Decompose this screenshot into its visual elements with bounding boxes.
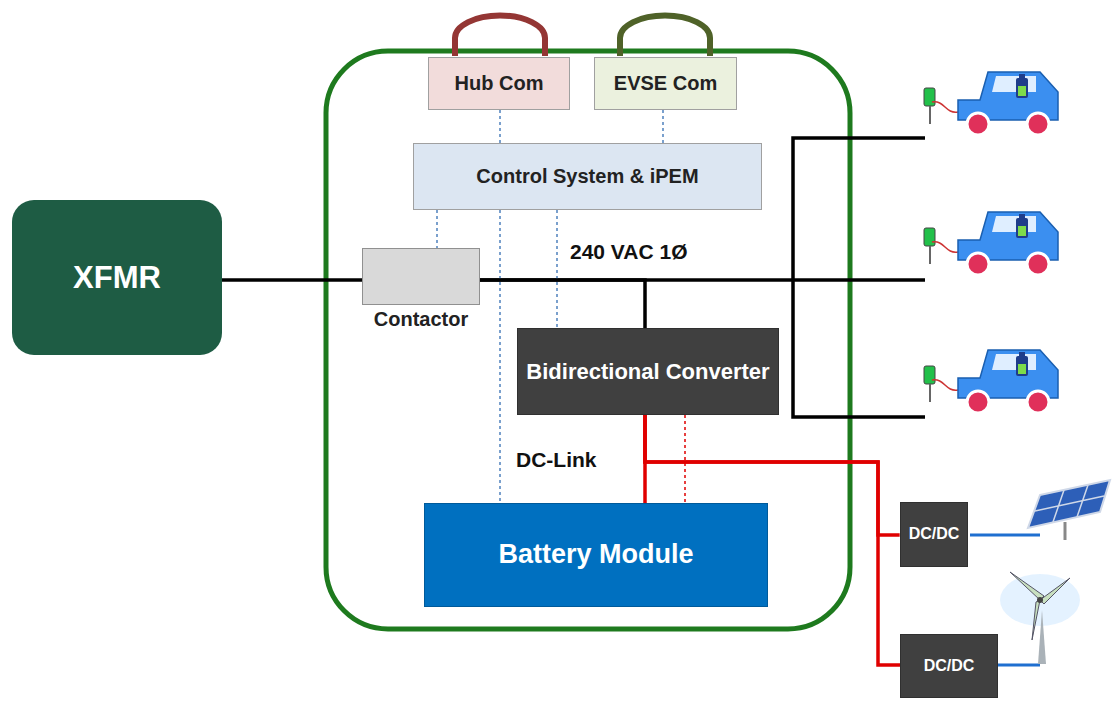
comm-box: EVSE Com [594,57,737,110]
node-text: DC/DC [909,525,960,543]
dcdc-box: DC/DC [900,502,969,567]
electric-vehicle [924,350,1058,413]
control-signal-line [499,110,501,143]
control-box: Control System & iPEM [413,143,762,210]
enclosure-outline [326,51,850,629]
converter-box: Bidirectional Converter [517,328,778,415]
bus-label: 240 VAC 1Ø [568,240,690,264]
control-signal-line [499,210,501,503]
bus-label: DC-Link [514,448,599,472]
node-text: Battery Module [498,539,693,570]
comm-box: Hub Com [428,57,570,110]
wind-turbine [998,572,1080,665]
node-text: Bidirectional Converter [526,359,769,384]
hub-antenna [455,16,545,57]
node-text: Hub Com [455,72,544,95]
power-line [480,280,645,328]
electric-vehicle [924,72,1058,135]
evse-antenna [620,16,710,57]
power-line [222,278,362,282]
node-text: EVSE Com [614,72,717,95]
node-text: Contactor [374,308,468,331]
node-text: DC/DC [924,657,975,675]
control-signal-line [556,210,558,328]
transformer-box: XFMR [12,200,222,355]
battery-box: Battery Module [424,503,768,607]
control-signal-line [684,415,686,503]
control-signal-line [436,210,438,248]
solar-panel [970,480,1110,540]
electric-vehicle [924,212,1058,275]
dcdc-box: DC/DC [900,634,998,698]
control-signal-line [662,110,664,143]
node-text: XFMR [73,260,161,296]
node-text: Control System & iPEM [476,165,698,188]
contactor-box: Contactor [362,248,480,305]
